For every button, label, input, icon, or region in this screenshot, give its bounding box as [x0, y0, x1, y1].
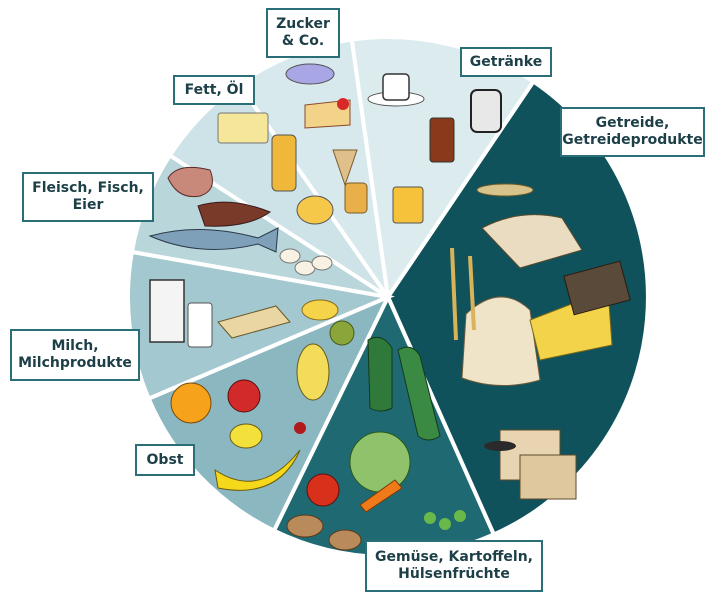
coffee-cup-icon	[383, 74, 409, 100]
oil-bottle-icon	[272, 135, 296, 191]
cola-glass-icon	[430, 118, 454, 162]
pear-icon	[297, 344, 329, 400]
label-fett: Fett, Öl	[173, 75, 255, 105]
milk-carton-icon	[150, 280, 184, 342]
pea-icon	[439, 518, 451, 530]
label-getraenke: Getränke	[460, 47, 552, 77]
milk-glass-icon	[188, 303, 212, 347]
tomato-icon	[307, 474, 339, 506]
margarine-icon	[297, 196, 333, 224]
potato-icon	[287, 515, 323, 537]
cherry-icon	[337, 98, 349, 110]
orange-icon	[171, 383, 211, 423]
egg-icon	[312, 256, 332, 270]
label-milch: Milch,Milchprodukte	[10, 329, 140, 381]
honey-jar-icon	[345, 183, 367, 213]
label-obst: Obst	[135, 444, 195, 476]
label-getreide: Getreide,Getreideprodukte	[560, 107, 705, 157]
cherry-icon	[294, 422, 306, 434]
crispbread-icon	[520, 455, 576, 499]
label-zucker: Zucker& Co.	[266, 8, 340, 58]
potato-icon	[329, 530, 361, 550]
cucumber-icon	[368, 337, 392, 411]
lemon-icon	[230, 424, 262, 448]
label-fleisch: Fleisch, Fisch,Eier	[22, 172, 154, 222]
sugar-bowl-icon	[286, 64, 334, 84]
pea-icon	[424, 512, 436, 524]
apple-icon	[228, 380, 260, 412]
butter-icon	[218, 113, 268, 143]
seeds-icon	[484, 441, 516, 451]
cabbage-icon	[350, 432, 410, 492]
cheese-icon	[302, 300, 338, 320]
grain-icon	[477, 184, 533, 196]
juice-glass-icon	[393, 187, 423, 223]
egg-icon	[280, 249, 300, 263]
pea-icon	[454, 510, 466, 522]
label-gemuese: Gemüse, Kartoffeln,Hülsenfrüchte	[365, 540, 543, 592]
jug-icon	[471, 90, 501, 132]
kiwi-icon	[330, 321, 354, 345]
